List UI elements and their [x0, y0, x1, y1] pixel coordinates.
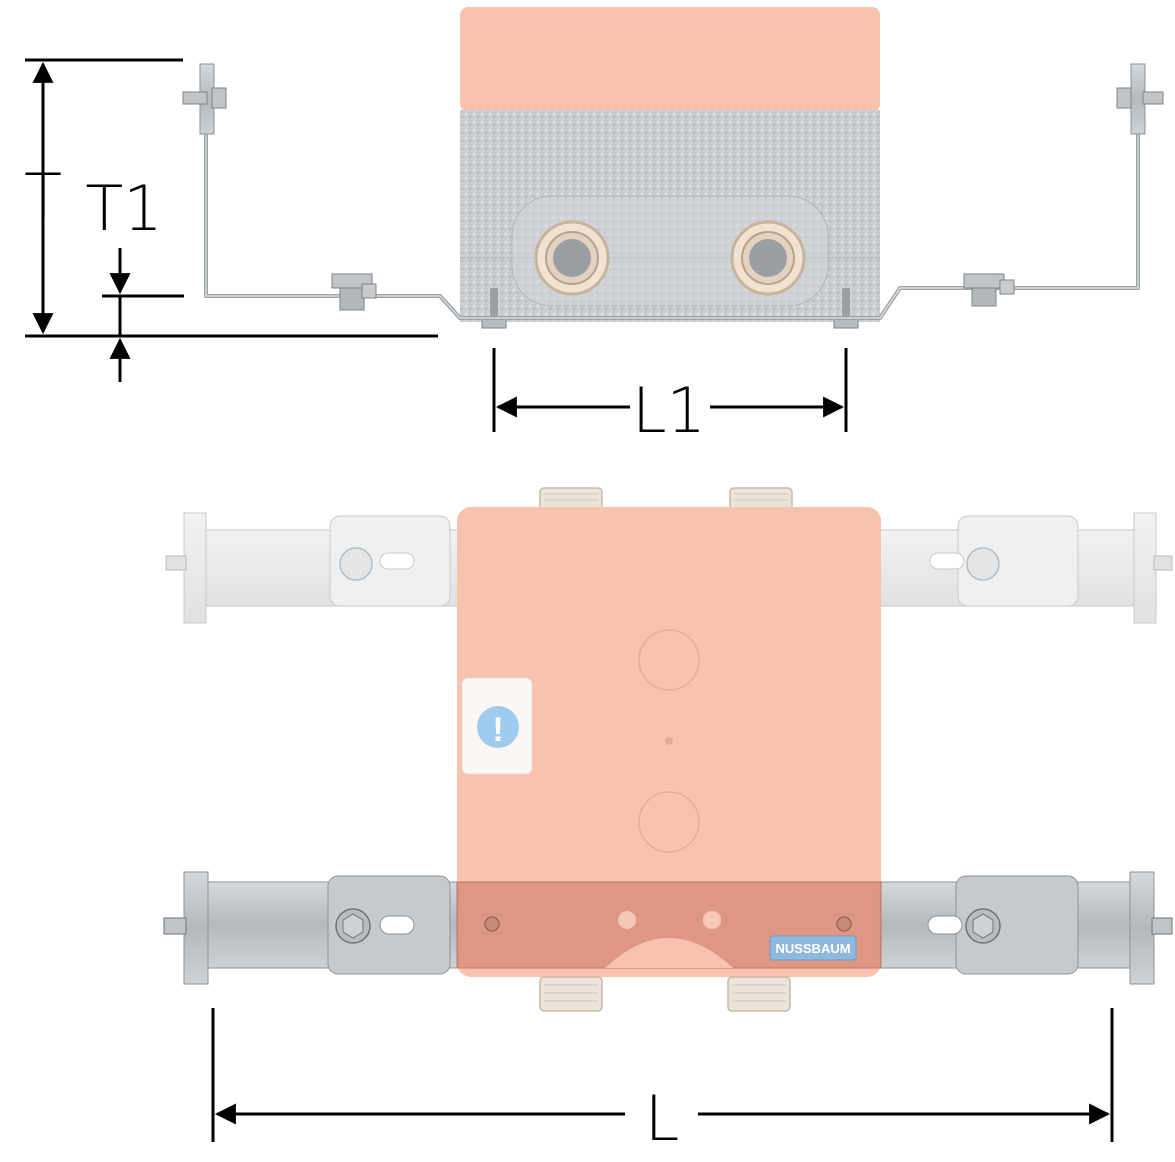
dimension-T1	[102, 248, 184, 382]
upper-bracket-right	[877, 512, 1173, 624]
lower-bracket-left	[163, 871, 459, 985]
label-L1: L1	[632, 374, 706, 447]
fitting-bottom-right	[727, 976, 791, 1012]
hex-bolt-icon	[963, 273, 1015, 307]
pipe-port-right	[730, 220, 806, 296]
brand-badge: NUSSBAUM	[769, 935, 857, 961]
hex-bolt-icon	[182, 63, 227, 135]
warning-symbol: !	[492, 711, 503, 749]
hex-bolt-icon	[1116, 63, 1164, 135]
label-T1: T1	[85, 172, 162, 245]
lower-bracket-right	[879, 871, 1173, 985]
dimension-L1	[492, 348, 848, 432]
exclamation-circle-icon	[477, 706, 519, 748]
warning-sticker: !	[461, 677, 533, 775]
housing-lid	[460, 7, 880, 112]
fitting-top-right	[729, 487, 793, 511]
label-L: L	[645, 1082, 680, 1155]
dimension-L	[211, 1008, 1114, 1142]
side-view	[182, 7, 1164, 329]
pipe-port-left	[534, 220, 610, 296]
front-view: ! NUSS	[163, 487, 1173, 1012]
label-T: T	[24, 160, 62, 233]
dimension-T	[25, 58, 438, 338]
hex-bolt-icon	[331, 273, 377, 311]
fitting-top-left	[539, 487, 603, 511]
brand-label: NUSSBAUM	[775, 941, 850, 956]
fitting-bottom-left	[539, 976, 603, 1012]
hex-bolt-icon	[339, 547, 373, 581]
hex-bolt-icon	[966, 547, 1000, 581]
upper-bracket-left	[165, 512, 463, 624]
